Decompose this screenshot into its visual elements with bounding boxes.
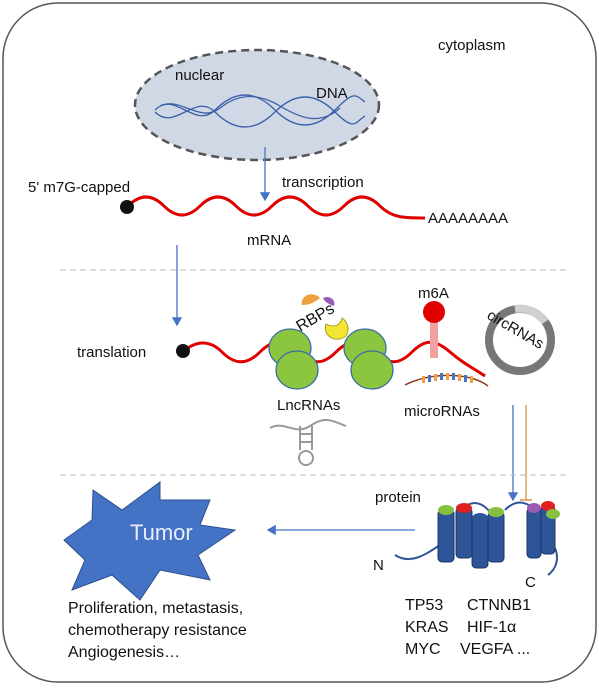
gene-ctnnb1: CTNNB1 [467,597,531,614]
cytoplasm-label: cytoplasm [438,37,506,54]
ribosome-2 [343,328,394,390]
tumor-label: Tumor [130,520,193,545]
dna-label: DNA [316,85,348,102]
mrna-label: mRNA [247,232,291,249]
polya-label: AAAAAAAA [428,210,508,227]
rbp-purple-shape [323,297,335,306]
microrna-arc [404,374,489,387]
mrna-strand [126,195,426,220]
rbp-orange-shape [301,294,320,305]
n-terminus-label: N [373,557,384,574]
protein-structure [394,501,560,576]
nucleus [133,48,381,162]
outcome-line-3: Angiogenesis… [68,644,180,661]
circrna-ring-highlight [514,304,549,325]
cap-label: 5' m7G-capped [28,179,130,196]
cap-dot-translation [176,344,190,358]
microrna-bars [422,373,473,383]
transcription-label: transcription [282,174,364,191]
micrornas-label: microRNAs [404,403,480,420]
m6a-marker [423,301,445,323]
translation-label: translation [77,344,146,361]
translated-mrna [181,340,486,378]
lncrna-structure [269,419,347,466]
c-terminus-label: C [525,574,536,591]
dna-helix [154,94,366,128]
rbp-yellow-shape [324,317,349,340]
gene-kras: KRAS [405,619,449,636]
lncrnas-label: LncRNAs [277,397,340,414]
gene-myc: MYC [405,641,441,658]
m6a-label: m6A [418,285,449,302]
gene-list: TP53 CTNNB1 KRAS HIF-1α MYC VEGFA ... [405,597,531,658]
ribosome-1 [268,328,319,390]
gene-tp53: TP53 [405,597,443,614]
nuclear-label: nuclear [175,67,224,84]
outcome-line-2: chemotherapy resistance [68,622,247,639]
outcome-list: Proliferation, metastasis, chemotherapy … [68,600,247,661]
tumor-shape [63,481,237,601]
m6a-stem [430,318,438,358]
outcome-line-1: Proliferation, metastasis, [68,600,243,617]
gene-vegfa: VEGFA ... [460,641,530,658]
gene-hif1a: HIF-1α [467,619,516,636]
protein-label: protein [375,489,421,506]
cap-dot [120,200,134,214]
